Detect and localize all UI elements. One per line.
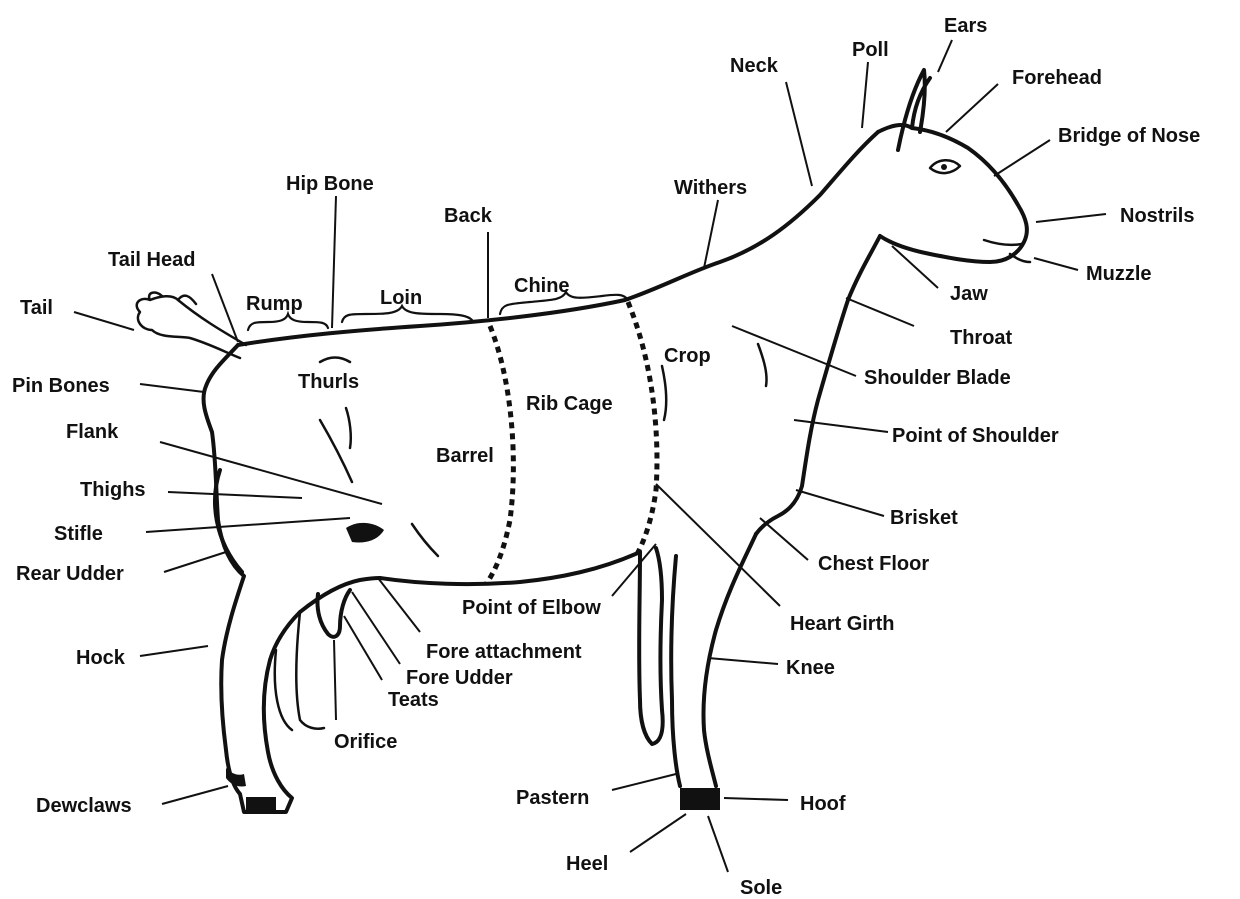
label-thighs: Thighs <box>80 479 146 501</box>
goat-shade-5 <box>758 344 767 386</box>
label-muzzle: Muzzle <box>1086 263 1152 285</box>
label-fore-udder: Fore Udder <box>406 667 513 689</box>
teats-leader <box>344 616 382 680</box>
throat-leader <box>846 298 914 326</box>
goat-rear-hoof <box>246 797 276 811</box>
label-loin: Loin <box>380 287 422 309</box>
label-neck: Neck <box>730 55 779 77</box>
label-chest-floor: Chest Floor <box>818 553 929 575</box>
sole-leader <box>708 816 728 872</box>
goat-throat-front <box>756 236 880 534</box>
leader-lines <box>74 40 1106 872</box>
withers-leader <box>704 200 718 268</box>
dewclaws-leader <box>162 786 228 804</box>
label-orifice: Orifice <box>334 731 397 753</box>
hoof-leader <box>724 798 788 800</box>
goat-rib-dash-2 <box>628 302 657 556</box>
goat-foreleg-front <box>671 534 756 786</box>
label-throat: Throat <box>950 327 1013 349</box>
label-rear-udder: Rear Udder <box>16 563 124 585</box>
label-nostrils: Nostrils <box>1120 205 1194 227</box>
label-stifle: Stifle <box>54 523 103 545</box>
point-of-shoulder-leader <box>794 420 888 432</box>
labels: Ears Poll Forehead Neck Bridge of Nose W… <box>12 15 1200 899</box>
label-barrel: Barrel <box>436 445 494 467</box>
label-sole: Sole <box>740 877 782 899</box>
goat-belly <box>380 552 640 584</box>
goat-shade-4 <box>662 366 666 420</box>
chest-floor-leader <box>760 518 808 560</box>
label-knee: Knee <box>786 657 835 679</box>
label-dewclaws: Dewclaws <box>36 795 132 817</box>
label-forehead: Forehead <box>1012 67 1102 89</box>
poll-leader <box>862 62 868 128</box>
forehead-leader <box>946 84 998 132</box>
label-heart-girth: Heart Girth <box>790 613 894 635</box>
label-rump: Rump <box>246 293 303 315</box>
goat-front-hoof <box>680 788 720 810</box>
hock-leader <box>140 646 208 656</box>
label-point-of-elbow: Point of Elbow <box>462 597 601 619</box>
knee-leader <box>708 658 778 664</box>
label-hip-bone: Hip Bone <box>286 173 374 195</box>
label-crop: Crop <box>664 345 711 367</box>
label-hock: Hock <box>76 647 126 669</box>
goat-ear <box>898 70 930 150</box>
label-thurls: Thurls <box>298 371 359 393</box>
goat-shade-2 <box>346 408 351 448</box>
label-back: Back <box>444 205 493 227</box>
pin-bones-leader <box>140 384 204 392</box>
goat-shade-3 <box>412 524 438 556</box>
label-point-of-shoulder: Point of Shoulder <box>892 425 1059 447</box>
label-hoof: Hoof <box>800 793 846 815</box>
goat-shade-1 <box>320 420 352 482</box>
goat-udder <box>300 578 380 637</box>
goat-stifle-shadow <box>346 523 384 543</box>
label-jaw: Jaw <box>950 283 988 305</box>
goat-rear-dewclaw <box>226 768 246 787</box>
ears-leader <box>938 40 952 72</box>
goat-inner-rear-leg <box>275 612 324 730</box>
label-teats: Teats <box>388 689 439 711</box>
label-heel: Heel <box>566 853 608 875</box>
label-chine: Chine <box>514 275 570 297</box>
hip-bone-leader <box>332 196 336 328</box>
bridge-of-nose-leader <box>994 140 1050 176</box>
label-ears: Ears <box>944 15 987 37</box>
label-pastern: Pastern <box>516 787 589 809</box>
rump-brace <box>248 314 328 330</box>
label-bridge-of-nose: Bridge of Nose <box>1058 125 1200 147</box>
goat-foreleg-back <box>639 548 663 744</box>
brisket-leader <box>796 490 884 516</box>
goat-rear-outline <box>204 345 300 812</box>
muzzle-leader <box>1034 258 1078 270</box>
fore-udder-leader <box>352 592 400 664</box>
label-tail-head: Tail Head <box>108 249 195 271</box>
label-pin-bones: Pin Bones <box>12 375 110 397</box>
label-flank: Flank <box>66 421 119 443</box>
heel-leader <box>630 814 686 852</box>
label-shoulder-blade: Shoulder Blade <box>864 367 1011 389</box>
neck-leader <box>786 82 812 186</box>
label-poll: Poll <box>852 39 889 61</box>
label-brisket: Brisket <box>890 507 958 529</box>
label-withers: Withers <box>674 177 747 199</box>
nostrils-leader <box>1036 214 1106 222</box>
goat-hip-mark <box>320 358 350 363</box>
point-of-elbow-leader <box>612 544 656 596</box>
label-rib-cage: Rib Cage <box>526 393 613 415</box>
goat-eye-pupil <box>941 164 947 170</box>
orifice-leader <box>334 640 336 720</box>
thighs-leader <box>168 492 302 498</box>
fore-attachment-leader <box>378 578 420 632</box>
goat-tail <box>137 293 246 358</box>
rear-udder-leader <box>164 552 226 572</box>
stifle-leader <box>146 518 350 532</box>
pastern-leader <box>612 774 676 790</box>
label-tail: Tail <box>20 297 53 319</box>
label-fore-attachment: Fore attachment <box>426 641 582 663</box>
tail-leader <box>74 312 134 330</box>
